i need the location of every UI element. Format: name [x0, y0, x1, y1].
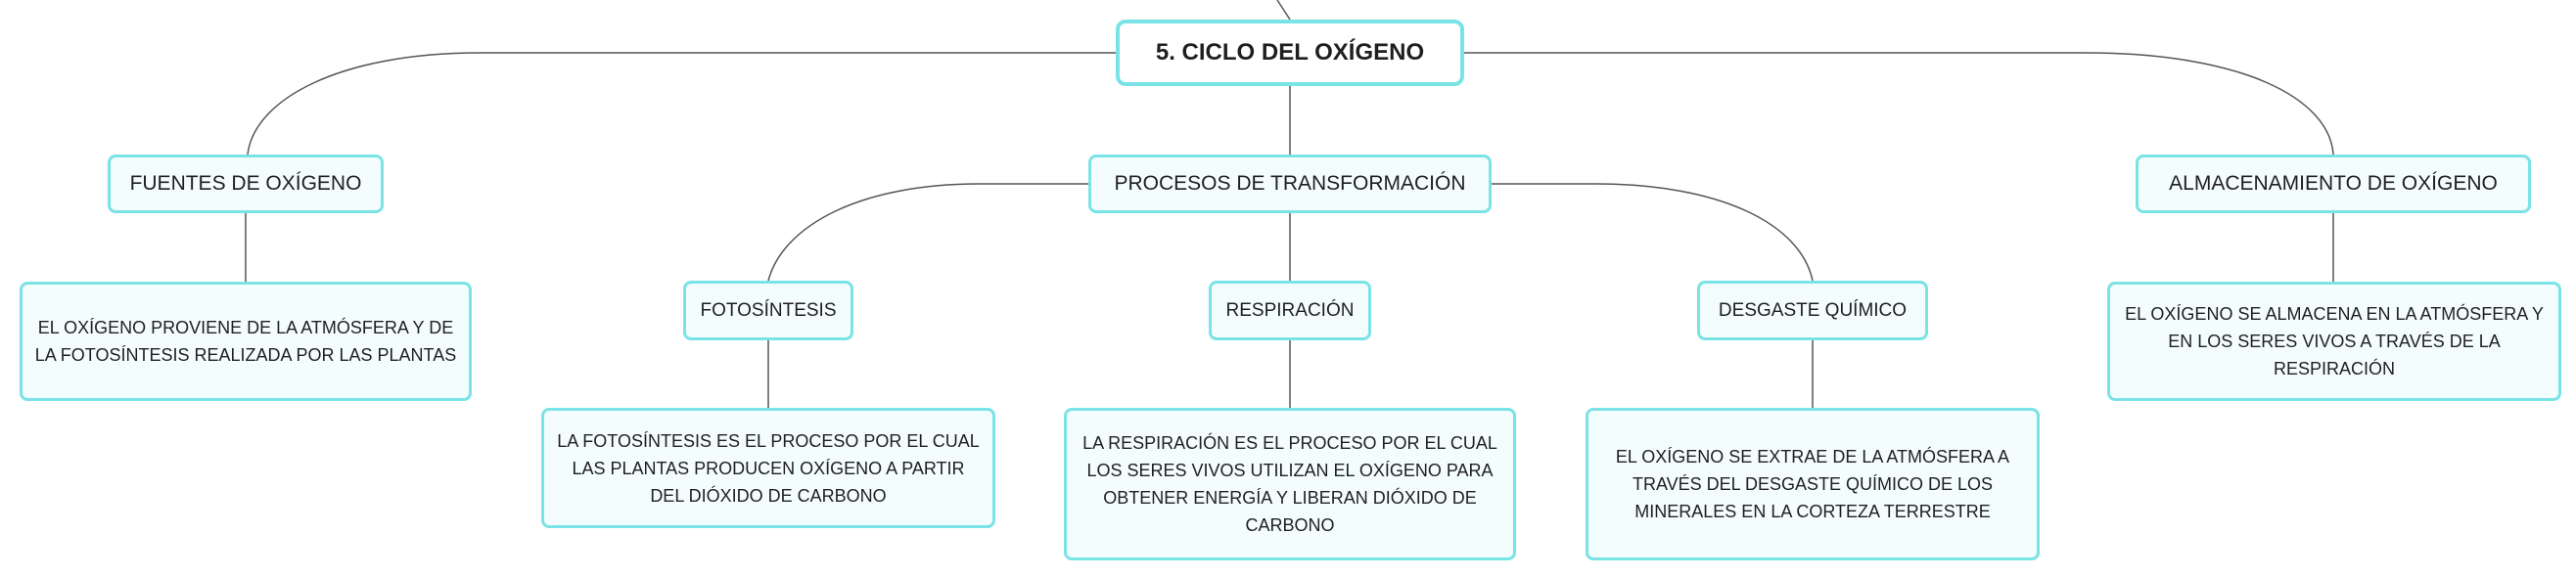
- root-topic[interactable]: 5. CICLO DEL OXÍGENO: [1116, 20, 1464, 86]
- topic-procesos[interactable]: PROCESOS DE TRANSFORMACIÓN: [1088, 155, 1492, 213]
- detail-desgaste[interactable]: EL OXÍGENO SE EXTRAE DE LA ATMÓSFERA A T…: [1586, 408, 2040, 560]
- subtopic-desgaste[interactable]: DESGASTE QUÍMICO: [1697, 281, 1928, 340]
- connector-root-parent: [1276, 0, 1291, 21]
- connector-procesos-desgaste: [1492, 183, 1814, 282]
- detail-fuentes[interactable]: EL OXÍGENO PROVIENE DE LA ATMÓSFERA Y DE…: [20, 282, 472, 401]
- detail-fotosintesis[interactable]: LA FOTOSÍNTESIS ES EL PROCESO POR EL CUA…: [541, 408, 995, 528]
- topic-almacenamiento[interactable]: ALMACENAMIENTO DE OXÍGENO: [2136, 155, 2531, 213]
- subtopic-respiracion[interactable]: RESPIRACIÓN: [1209, 281, 1371, 340]
- detail-almacenamiento[interactable]: EL OXÍGENO SE ALMACENA EN LA ATMÓSFERA Y…: [2107, 282, 2561, 401]
- connector-root-almacenamiento: [1464, 52, 2334, 156]
- subtopic-fotosintesis[interactable]: FOTOSÍNTESIS: [683, 281, 853, 340]
- connector-procesos-fotosintesis: [767, 183, 1088, 282]
- topic-fuentes[interactable]: FUENTES DE OXÍGENO: [108, 155, 384, 213]
- connector-root-fuentes: [247, 52, 1116, 156]
- detail-respiracion[interactable]: LA RESPIRACIÓN ES EL PROCESO POR EL CUAL…: [1064, 408, 1516, 560]
